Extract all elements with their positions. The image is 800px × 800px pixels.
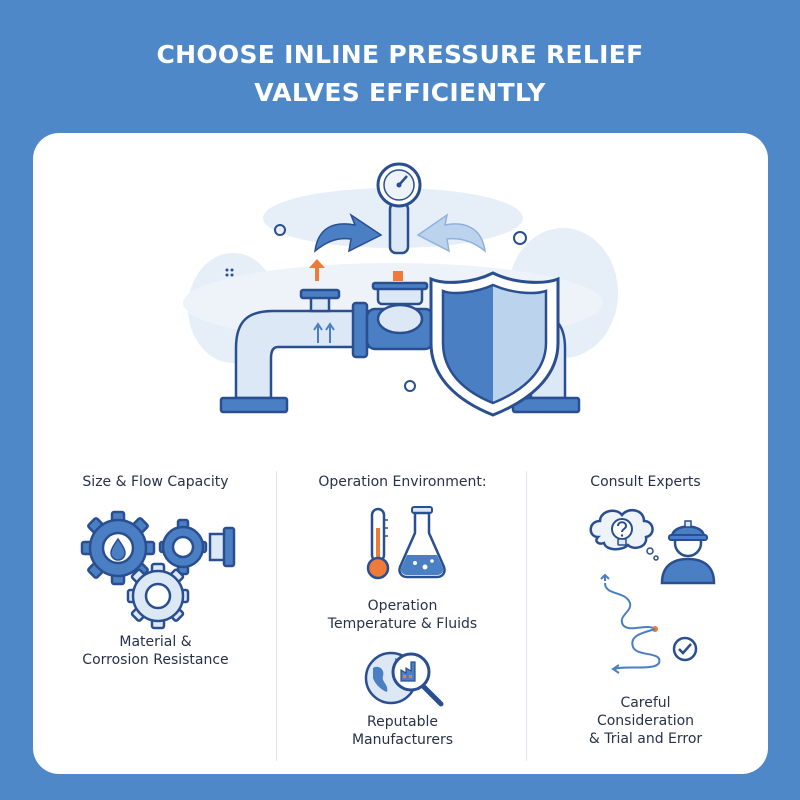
content-card: Size & Flow Capacity — [33, 133, 768, 774]
check-icon — [672, 636, 698, 662]
col2-caption2-line-1: Reputable — [367, 714, 438, 730]
col2-caption2-line-2: Manufacturers — [351, 732, 454, 748]
winding-path-icon — [600, 573, 698, 674]
water-drop-icon — [110, 537, 126, 561]
col2-heading: Operation Environment: — [318, 474, 487, 490]
col1-caption-line-1: Material & — [119, 634, 192, 650]
col3-caption: Careful Consideration & Trial and Error — [538, 694, 753, 748]
engineer-icon — [660, 520, 716, 585]
pressure-indicator-icon — [309, 259, 403, 281]
magnifier-factory-icon — [391, 652, 444, 707]
col3-caption-line-1: Careful — [620, 695, 671, 711]
hero-illustration — [183, 162, 618, 417]
col1-caption: Material & Corrosion Resistance — [48, 633, 263, 669]
gears-icon — [80, 510, 236, 630]
title-line-1: CHOOSE INLINE PRESSURE RELIEF — [156, 40, 644, 69]
col2-caption-2: Reputable Manufacturers — [295, 713, 510, 749]
col1-heading: Size & Flow Capacity — [82, 474, 229, 490]
pressure-gauge-icon — [376, 162, 422, 255]
thought-bubble-icon — [589, 508, 659, 561]
thermometer-icon — [366, 507, 390, 580]
col1-caption-line-2: Corrosion Resistance — [82, 652, 229, 668]
column-divider-1 — [276, 471, 277, 761]
shield-icon — [429, 271, 560, 417]
col2-caption-line-2: Temperature & Fluids — [327, 616, 478, 632]
flow-arrow-icon — [314, 213, 486, 253]
globe-icon — [364, 651, 444, 707]
decorative-circles — [274, 224, 527, 392]
column-divider-2 — [526, 471, 527, 761]
page-title: CHOOSE INLINE PRESSURE RELIEF VALVES EFF… — [0, 36, 800, 112]
pipe-fitting-icon — [208, 526, 236, 568]
col2-caption-line-1: Operation — [367, 598, 438, 614]
col3-heading: Consult Experts — [590, 474, 701, 490]
col3-caption-line-3: & Trial and Error — [588, 731, 703, 747]
col3-caption-line-2: Consideration — [596, 713, 695, 729]
flask-icon — [398, 506, 446, 579]
col2-caption: Operation Temperature & Fluids — [295, 597, 510, 633]
title-line-2: VALVES EFFICIENTLY — [254, 78, 546, 107]
